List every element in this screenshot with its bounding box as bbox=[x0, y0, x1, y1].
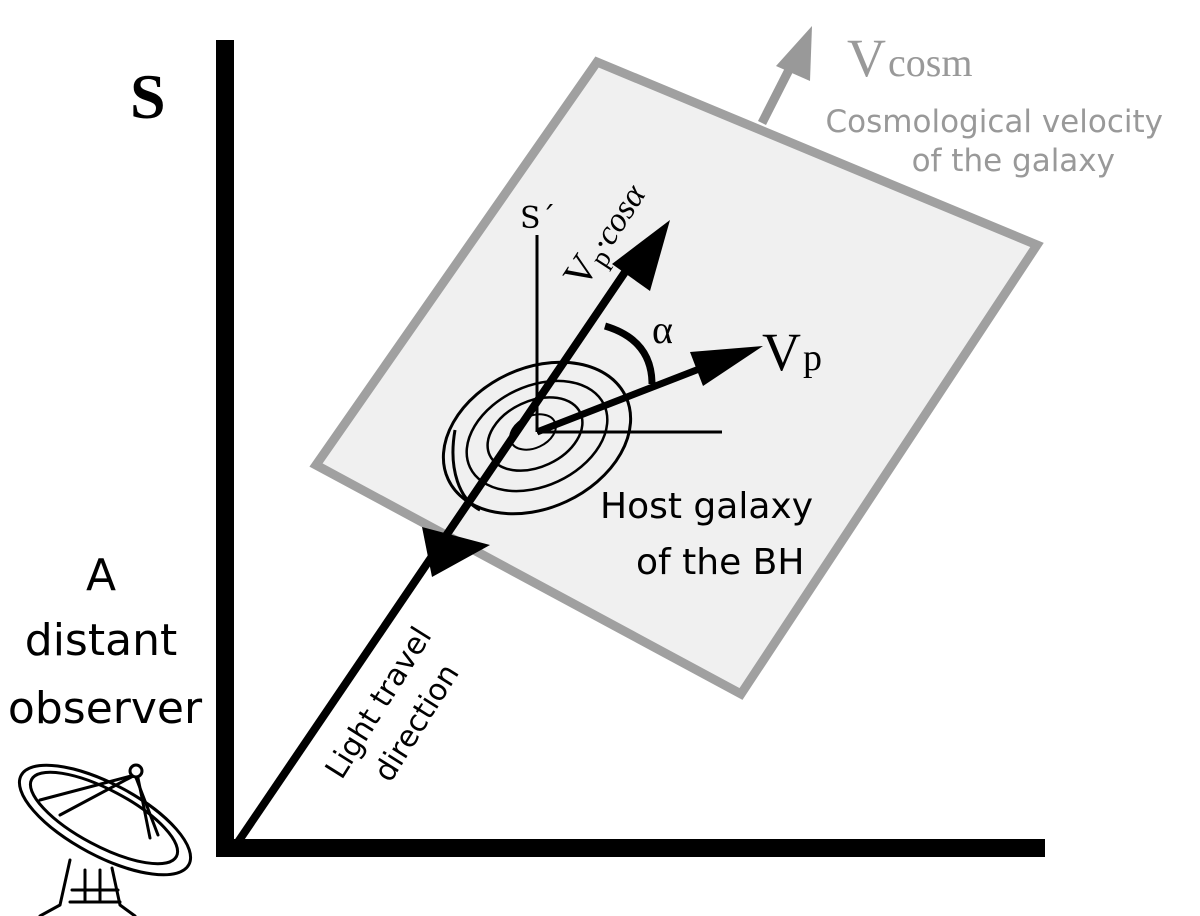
alpha-label: α bbox=[652, 307, 673, 352]
vp-arrow bbox=[535, 346, 763, 436]
vp-label: Vp bbox=[762, 322, 822, 382]
vp-sub: p bbox=[803, 337, 822, 379]
observer-frame-axes bbox=[216, 40, 1045, 857]
observer-line1: A bbox=[86, 550, 116, 601]
cosm-description-line2: of the galaxy bbox=[912, 143, 1115, 179]
frame-s-prime-label: S´ bbox=[520, 201, 556, 236]
angle-alpha-arc bbox=[603, 322, 656, 385]
satellite-dish-icon bbox=[17, 763, 193, 916]
cosm-velocity-sub: cosm bbox=[888, 40, 972, 85]
light-travel-line bbox=[234, 220, 670, 845]
observer-line3: observer bbox=[8, 683, 203, 734]
observer-line2: distant bbox=[25, 615, 177, 666]
frame-s-label: S bbox=[130, 61, 166, 132]
vp-cos-arrowhead bbox=[612, 220, 670, 291]
cosm-velocity-label: Vcosm bbox=[847, 28, 972, 88]
cosm-velocity-arrow bbox=[757, 26, 812, 126]
host-galaxy-line2: of the BH bbox=[636, 542, 804, 583]
host-galaxy-line1: Host galaxy bbox=[600, 486, 813, 527]
vp-base: V bbox=[762, 322, 801, 382]
light-direction-arrowhead bbox=[422, 527, 490, 577]
cosm-description-line1: Cosmological velocity bbox=[826, 104, 1163, 140]
cosm-velocity-base: V bbox=[847, 28, 886, 88]
